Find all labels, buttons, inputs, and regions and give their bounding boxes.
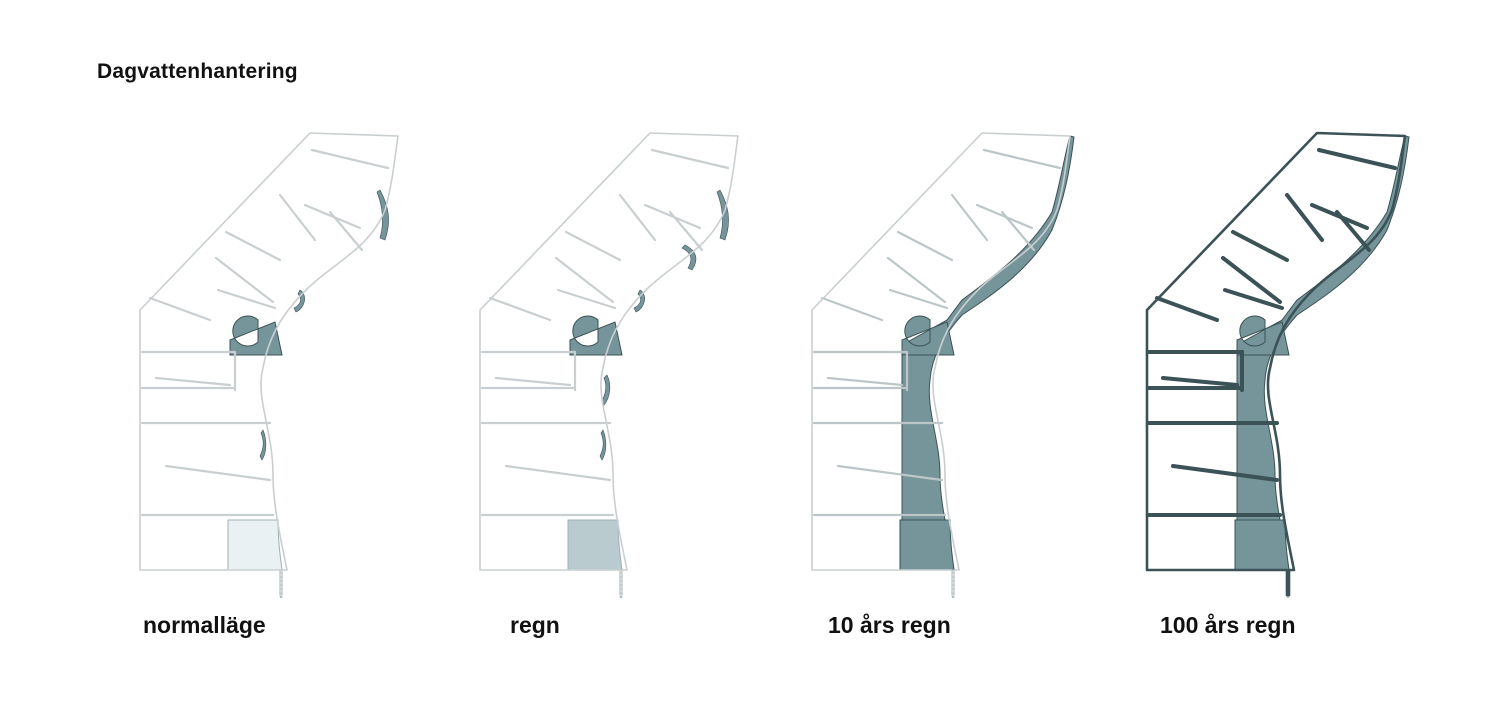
retention-basin — [567, 519, 623, 571]
drain-line-12 — [1285, 193, 1324, 242]
site-ground — [1149, 136, 1403, 568]
retention-basin — [899, 519, 955, 571]
site-plan-rain10 — [811, 132, 1075, 598]
site-ground — [482, 136, 736, 568]
drain-line-5 — [826, 376, 904, 387]
drain-line-10 — [896, 230, 954, 262]
site-outline — [139, 132, 399, 596]
swale-3 — [601, 374, 611, 406]
drain-line-14 — [1000, 210, 1036, 252]
scenario-panel-normal — [130, 130, 460, 600]
drain-line-8 — [214, 256, 275, 304]
drain-line-10 — [224, 230, 282, 262]
scenario-label-rain10: 10 års regn — [828, 612, 951, 638]
swale-4 — [259, 429, 267, 461]
drain-line-5 — [154, 376, 232, 387]
drain-line-6 — [504, 464, 612, 482]
water-corridor — [901, 135, 1075, 571]
drain-line-5 — [1161, 376, 1239, 387]
site-outline — [1145, 131, 1407, 597]
drain-line-7 — [1155, 296, 1219, 322]
site-plan-rain — [479, 132, 739, 598]
site-ground — [142, 136, 396, 568]
drain-line-9 — [1223, 288, 1284, 310]
retention-basin — [227, 519, 283, 571]
site-plan-rain100 — [1145, 131, 1410, 598]
drain-line-14 — [668, 210, 704, 252]
drain-line-12 — [618, 193, 657, 242]
drain-line-6 — [1171, 464, 1279, 482]
site-outline — [479, 132, 739, 596]
page-title: Dagvattenhantering — [97, 60, 298, 83]
drain-line-5 — [494, 376, 572, 387]
swale-4 — [599, 429, 607, 461]
drain-line-6 — [836, 464, 944, 482]
drain-line-9 — [556, 288, 617, 310]
drain-line-14 — [1335, 210, 1371, 252]
drain-line-11 — [650, 148, 730, 170]
drain-line-11 — [982, 148, 1062, 170]
site-ground — [814, 136, 1068, 568]
site-plan-normal — [139, 132, 399, 598]
drain-line-14 — [328, 210, 364, 252]
scenario-panel-rain100 — [1137, 130, 1467, 600]
drain-line-10 — [564, 230, 622, 262]
drain-line-8 — [1221, 256, 1282, 304]
retention-basin — [1234, 519, 1290, 571]
drain-line-12 — [950, 193, 989, 242]
scenario-panel-rain10 — [802, 130, 1132, 600]
drain-line-12 — [278, 193, 317, 242]
scenario-label-rain: regn — [510, 612, 560, 638]
scenario-label-rain100: 100 års regn — [1160, 612, 1296, 638]
drain-line-7 — [820, 296, 884, 322]
drain-line-8 — [886, 256, 947, 304]
scenario-label-normal: normalläge — [143, 612, 266, 638]
drain-line-10 — [1231, 230, 1289, 262]
site-outline — [811, 132, 1071, 596]
drain-line-11 — [1317, 148, 1397, 170]
drain-line-7 — [488, 296, 552, 322]
drain-line-7 — [148, 296, 212, 322]
drain-line-8 — [554, 256, 615, 304]
drain-line-6 — [164, 464, 272, 482]
drain-line-9 — [216, 288, 277, 310]
scenario-panel-rain — [470, 130, 800, 600]
drain-line-9 — [888, 288, 949, 310]
drain-line-11 — [310, 148, 390, 170]
